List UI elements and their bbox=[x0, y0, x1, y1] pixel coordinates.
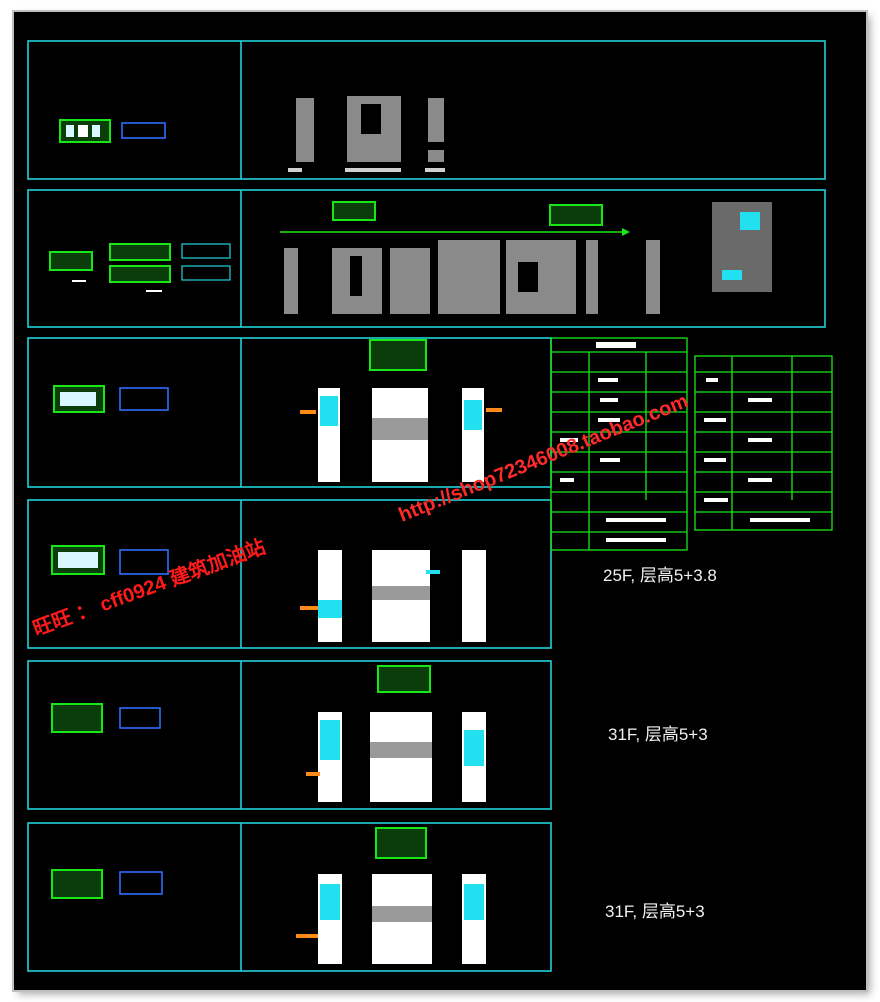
area-table-left bbox=[550, 337, 688, 551]
row-1-massing bbox=[288, 96, 445, 172]
row-2-massing bbox=[284, 240, 660, 314]
row-6-elevations bbox=[296, 827, 486, 964]
row-3-elevations bbox=[300, 339, 502, 482]
row-3-floor-plan bbox=[53, 385, 169, 413]
row-3 bbox=[27, 337, 552, 488]
row-5 bbox=[27, 660, 552, 810]
row-5-elevations bbox=[306, 665, 486, 802]
row-2-floor-plans bbox=[49, 243, 231, 292]
row-2-frame bbox=[27, 189, 826, 328]
row-6-floor-plan bbox=[51, 869, 163, 899]
row-4-floor-plan bbox=[51, 545, 169, 575]
row-1-floor-plan bbox=[59, 119, 166, 143]
row-4 bbox=[27, 499, 552, 649]
row-1 bbox=[27, 40, 826, 180]
row-2-detail bbox=[712, 202, 772, 292]
row-5-floor-plan bbox=[51, 703, 161, 733]
spec-31f-b: 31F, 层高5+3 bbox=[605, 902, 705, 921]
row-2 bbox=[27, 189, 826, 328]
spec-25f: 25F, 层高5+3.8 bbox=[603, 566, 717, 585]
row-2-section-plans bbox=[280, 201, 630, 236]
row-5-frame bbox=[27, 660, 552, 810]
spec-31f-a: 31F, 层高5+3 bbox=[608, 725, 708, 744]
row-6 bbox=[27, 822, 552, 972]
row-4-frame bbox=[27, 499, 552, 649]
area-table-right bbox=[694, 355, 833, 531]
row-4-elevations bbox=[300, 550, 486, 642]
watermark-url: http://shop72346008.taobao.com bbox=[396, 390, 692, 527]
row-6-frame bbox=[27, 822, 552, 972]
row-1-frame bbox=[27, 40, 826, 180]
